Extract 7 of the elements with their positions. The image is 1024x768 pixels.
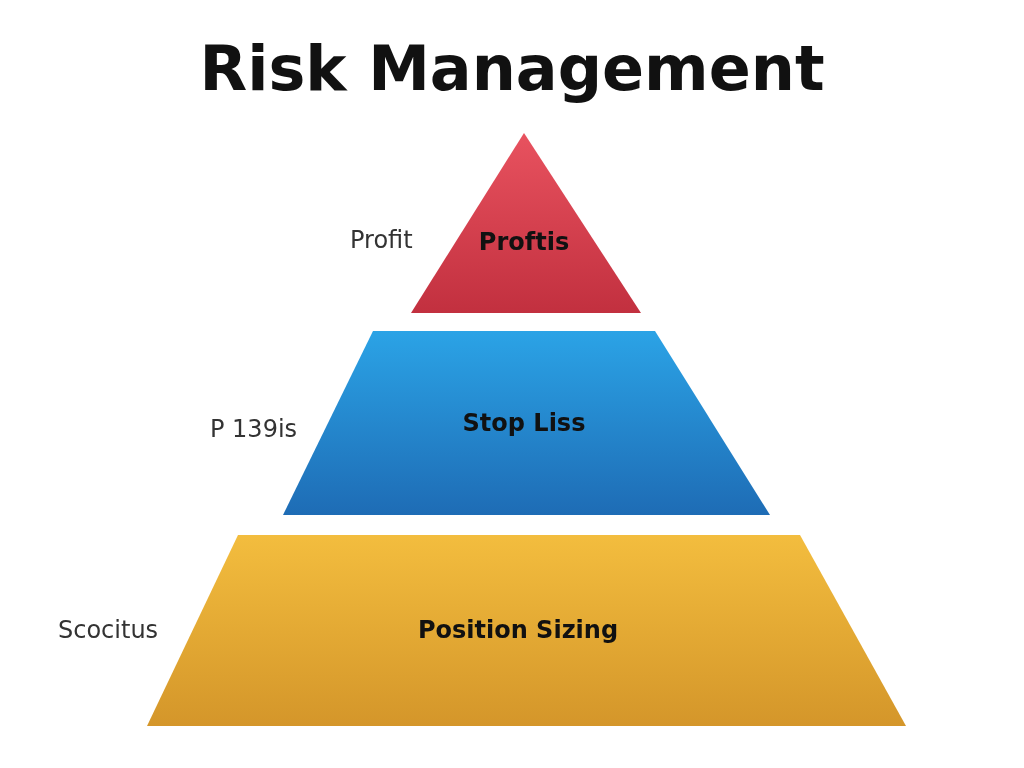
tier-label: Stop Liss <box>462 409 586 437</box>
tier-label: Position Sizing <box>417 616 619 644</box>
tier-label: Proftis <box>478 228 570 256</box>
side-label: P 139is <box>210 415 298 443</box>
side-label: Scocitus <box>58 616 159 644</box>
side-label: Profit <box>350 226 413 254</box>
title: Risk Management <box>198 32 826 105</box>
